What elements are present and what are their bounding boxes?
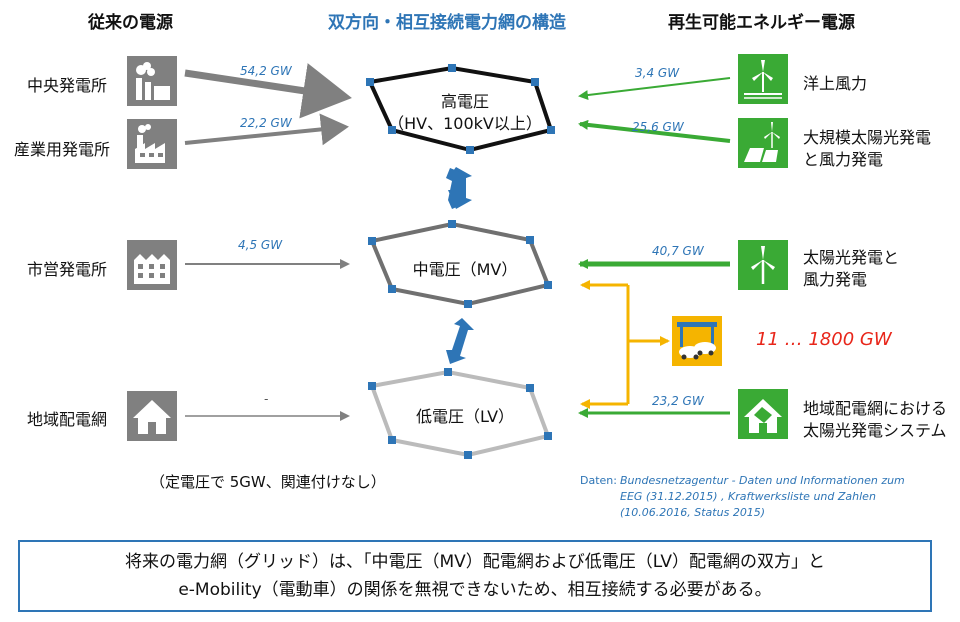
house-icon bbox=[127, 391, 177, 441]
grid-diagram bbox=[184, 63, 731, 459]
large-solar-wind-label-1: 大規模太陽光発電 bbox=[803, 128, 932, 147]
offshore-wind-gw: 3,4 GW bbox=[635, 66, 680, 80]
hv-label-1: 高電圧 bbox=[440, 92, 489, 111]
hv-label-2: （HV、100kV以上） bbox=[388, 114, 542, 133]
solar-wind-label-2: 風力発電 bbox=[803, 270, 868, 289]
local-grid-label: 地域配電網 bbox=[27, 410, 108, 429]
ev-charging-icon bbox=[672, 316, 722, 366]
low-voltage-node bbox=[368, 368, 552, 459]
municipal-plant-label: 市営発電所 bbox=[27, 260, 108, 279]
conventional-sources-header: 従来の電源 bbox=[88, 13, 173, 33]
mv-label: 中電圧（MV） bbox=[412, 260, 518, 279]
industrial-plant-arrow bbox=[184, 113, 349, 146]
local-solar-label-1: 地域配電網における bbox=[803, 399, 948, 418]
solar-wind-label-1: 太陽光発電と bbox=[803, 248, 900, 267]
local-solar-gw: 23,2 GW bbox=[652, 394, 704, 408]
municipal-plant-gw: 4,5 GW bbox=[238, 238, 283, 252]
source-line-3: (10.06.2016, Status 2015) bbox=[620, 506, 766, 519]
high-voltage-node bbox=[366, 64, 555, 154]
local-solar-label-2: 太陽光発電システム bbox=[803, 421, 947, 440]
local-grid-gw: - bbox=[264, 392, 269, 406]
source-line-2: EEG (31.12.2015) , Kraftwerksliste und Z… bbox=[620, 490, 876, 503]
grid-structure-header: 双方向・相互接続電力網の構造 bbox=[328, 13, 566, 33]
solar-house-icon bbox=[738, 389, 788, 439]
conclusion-line-2: e-Mobility（電動車）の関係を無視できないため、相互接続する必要がある。 bbox=[178, 580, 772, 600]
hv-mv-bidirectional-arrow bbox=[446, 167, 472, 209]
factory-icon bbox=[127, 119, 177, 169]
mv-lv-bidirectional-arrow bbox=[446, 318, 474, 364]
ev-connector bbox=[582, 283, 666, 406]
large-solar-wind-gw: 25,6 GW bbox=[632, 120, 684, 134]
industrial-plant-gw: 22,2 GW bbox=[240, 116, 292, 130]
wind-turbine-icon bbox=[738, 240, 788, 290]
renewable-sources-header: 再生可能エネルギー電源 bbox=[668, 13, 855, 33]
source-line-1: Bundesnetzagentur - Daten und Informatio… bbox=[620, 474, 905, 487]
industrial-plant-label: 産業用発電所 bbox=[14, 140, 111, 159]
central-plant-gw: 54,2 GW bbox=[240, 64, 292, 78]
offshore-wind-arrow bbox=[578, 77, 731, 101]
central-plant-label: 中央発電所 bbox=[27, 76, 108, 95]
solar-wind-gw: 40,7 GW bbox=[652, 244, 704, 258]
offshore-wind-label: 洋上風力 bbox=[803, 74, 868, 93]
offshore-wind-icon bbox=[738, 54, 788, 104]
solar-wind-farm-icon bbox=[738, 118, 788, 168]
constant-voltage-note: （定電圧で 5GW、関連付けなし） bbox=[150, 473, 386, 491]
ev-range-value: 11 … 1800 GW bbox=[756, 329, 892, 350]
conclusion-box: 将来の電力網（グリッド）は、「中電圧（MV）配電網および低電圧（LV）配電網の双… bbox=[18, 540, 932, 612]
power-plant-icon bbox=[127, 56, 177, 106]
central-plant-arrow bbox=[184, 63, 352, 119]
municipal-building-icon bbox=[127, 240, 177, 290]
medium-voltage-node bbox=[368, 220, 552, 308]
source-prefix: Daten: bbox=[580, 474, 617, 487]
conclusion-line-1: 将来の電力網（グリッド）は、「中電圧（MV）配電網および低電圧（LV）配電網の双… bbox=[124, 552, 826, 572]
large-solar-wind-arrow bbox=[578, 119, 731, 143]
lv-label: 低電圧（LV） bbox=[415, 407, 515, 426]
large-solar-wind-label-2: と風力発電 bbox=[803, 150, 884, 169]
